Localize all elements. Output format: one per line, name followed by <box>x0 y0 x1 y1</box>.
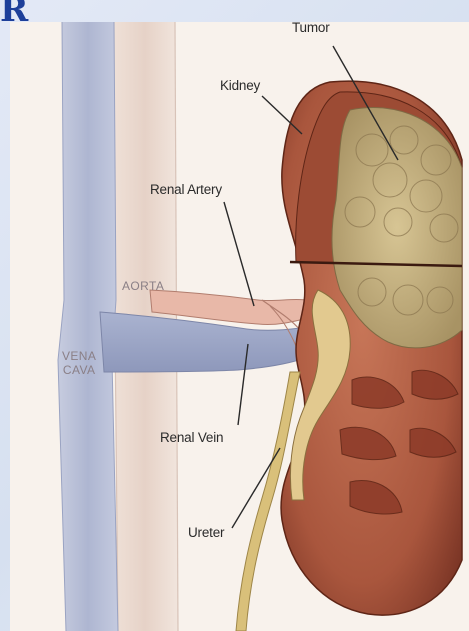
label-tumor: Tumor <box>292 20 330 35</box>
label-aorta: AORTA <box>122 279 164 293</box>
label-vena-cava-line1: VENA <box>62 349 96 363</box>
label-renal-vein: Renal Vein <box>160 430 223 445</box>
label-vena-cava-line2: CAVA <box>62 363 96 377</box>
label-kidney: Kidney <box>220 78 260 93</box>
corner-letter-mark: R <box>0 0 28 30</box>
label-renal-artery: Renal Artery <box>150 182 222 197</box>
label-ureter: Ureter <box>188 525 224 540</box>
label-vena-cava: VENA CAVA <box>62 349 96 377</box>
